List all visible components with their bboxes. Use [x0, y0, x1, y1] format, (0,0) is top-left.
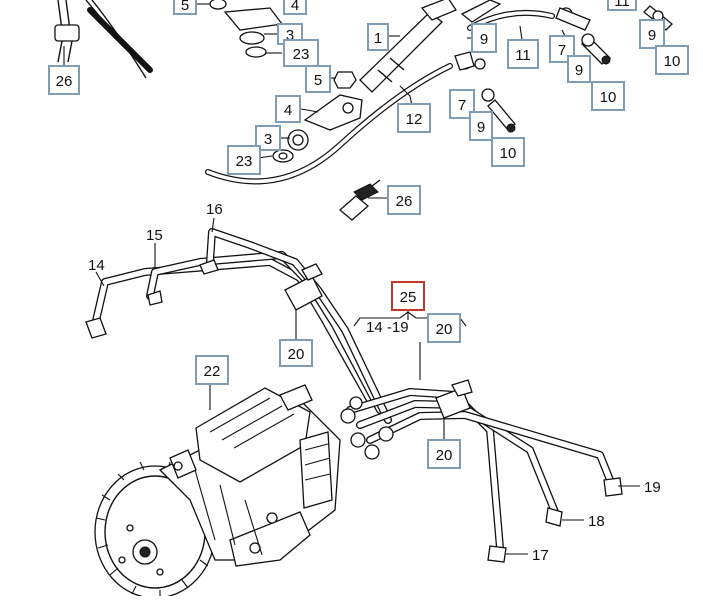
callout-4-top[interactable]: 4	[283, 0, 307, 15]
svg-text:9: 9	[480, 31, 488, 48]
callout-12[interactable]: 12	[397, 103, 431, 133]
callout-26-mid[interactable]: 26	[387, 185, 421, 215]
callout-25[interactable]: 25	[391, 281, 425, 311]
callout-10-b[interactable]: 10	[655, 45, 689, 75]
callout-23-mid[interactable]: 23	[227, 145, 261, 175]
svg-text:22: 22	[204, 363, 221, 380]
svg-text:10: 10	[664, 53, 681, 70]
svg-text:10: 10	[500, 145, 517, 162]
callout-9-d[interactable]: 9	[469, 111, 493, 141]
sensor-part	[338, 179, 381, 221]
svg-text:9: 9	[575, 62, 583, 79]
svg-text:9: 9	[477, 119, 485, 136]
callout-10-a[interactable]: 10	[591, 81, 625, 111]
svg-text:4: 4	[284, 102, 292, 119]
svg-text:25: 25	[400, 289, 417, 306]
callout-22[interactable]: 22	[195, 355, 229, 385]
callout-9-b[interactable]: 9	[567, 55, 591, 83]
label-19: 19	[644, 479, 661, 496]
svg-text:10: 10	[600, 89, 617, 106]
svg-text:7: 7	[458, 97, 466, 114]
svg-text:9: 9	[648, 27, 656, 44]
label-15: 15	[146, 227, 163, 244]
svg-text:23: 23	[236, 153, 253, 170]
svg-text:20: 20	[436, 447, 453, 464]
svg-text:11: 11	[515, 47, 531, 64]
label-18: 18	[588, 513, 605, 530]
callout-7-a[interactable]: 7	[549, 35, 575, 63]
svg-text:4: 4	[291, 0, 299, 14]
svg-text:23: 23	[293, 46, 310, 63]
callout-11-a[interactable]: 11	[507, 39, 539, 69]
svg-text:3: 3	[264, 131, 272, 148]
label-16: 16	[206, 201, 223, 218]
callout-11-b[interactable]: 11	[607, 0, 637, 11]
callout-20-lower[interactable]: 20	[427, 439, 461, 469]
svg-text:20: 20	[288, 346, 305, 363]
svg-text:7: 7	[558, 42, 566, 59]
svg-text:5: 5	[314, 72, 322, 89]
callout-20-right[interactable]: 20	[427, 313, 461, 343]
callout-26-top[interactable]: 26	[48, 65, 80, 95]
label-14: 14	[88, 257, 105, 274]
svg-text:26: 26	[56, 73, 73, 90]
svg-text:12: 12	[406, 111, 423, 128]
svg-text:3: 3	[286, 27, 294, 44]
callout-4-mid[interactable]: 4	[275, 95, 301, 123]
callout-5-mid[interactable]: 5	[305, 65, 331, 93]
callout-23-top[interactable]: 23	[283, 39, 319, 67]
callout-1[interactable]: 1	[367, 23, 389, 51]
injection-pump	[94, 384, 341, 599]
callout-9-a[interactable]: 9	[471, 23, 497, 53]
callout-10-c[interactable]: 10	[491, 137, 525, 167]
svg-text:1: 1	[374, 30, 382, 47]
svg-text:5: 5	[181, 0, 189, 14]
svg-text:11: 11	[614, 0, 630, 10]
label-17: 17	[532, 547, 549, 564]
callout-9-c[interactable]: 9	[639, 19, 665, 49]
svg-text:26: 26	[396, 193, 413, 210]
label-range-14-19: 14 -19	[366, 319, 409, 336]
callout-20-left[interactable]: 20	[279, 339, 313, 367]
callout-5-top[interactable]: 5	[173, 0, 197, 15]
svg-text:20: 20	[436, 321, 453, 338]
